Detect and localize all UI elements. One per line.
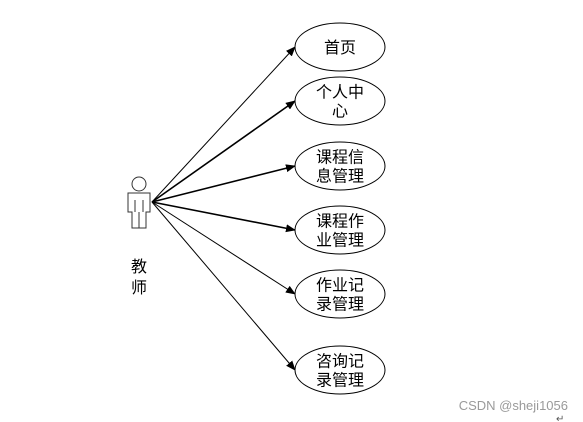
association-arrow-4 [151,201,296,233]
actor-stick-figure-icon [127,176,151,229]
association-arrow-5 [151,201,296,295]
actor-teacher: 教 师 [127,176,151,297]
use-case-ellipse [294,269,386,319]
paragraph-mark-icon: ↵ [556,414,564,422]
association-arrow-3 [151,164,296,203]
use-case-label: 业管理 [316,231,364,250]
use-case-ellipse [294,22,386,72]
actor-name-line-2: 师 [131,278,147,297]
use-case-ellipse [294,205,386,255]
use-case-label: 个人中 [316,83,364,102]
use-case-label: 息管理 [316,167,364,186]
association-arrow-6 [151,201,296,371]
actor-name-line-1: 教 [131,257,147,276]
use-case-label: 首页 [324,38,356,57]
association-arrow-2 [151,100,296,203]
use-case-1: 首页 [294,22,386,72]
association-lines [151,46,296,371]
use-case-label: 录管理 [316,371,364,390]
use-case-ellipse [294,76,386,126]
csdn-watermark: CSDN @sheji1056 [459,398,568,413]
association-arrow-1 [151,46,296,203]
use-case-label: 咨询记 [316,352,364,371]
use-case-label: 课程作 [316,212,364,231]
use-case-label: 录管理 [316,295,364,314]
use-case-label: 作业记 [316,276,364,295]
use-case-ellipse [294,141,386,191]
use-case-label: 心 [332,102,348,121]
use-case-ellipse [294,345,386,395]
use-case-label: 课程信 [316,148,364,167]
